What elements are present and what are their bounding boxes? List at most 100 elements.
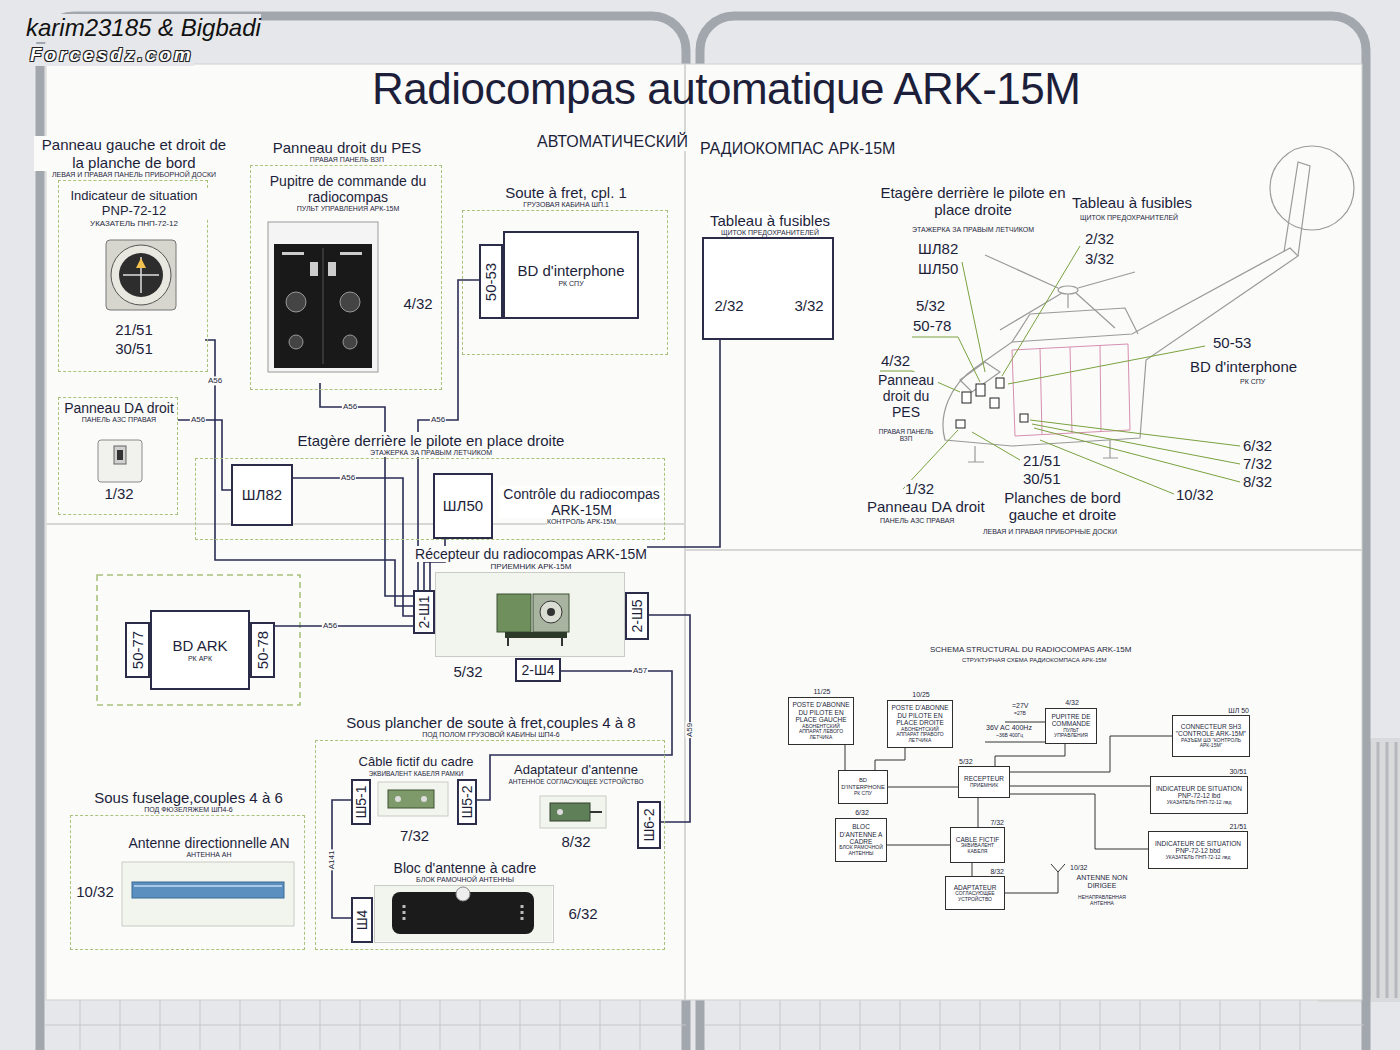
callout-label: ПАНЕЛЬ АЗС ПРАВАЯ	[880, 517, 954, 525]
node-label: Ш4	[354, 910, 370, 931]
node-label: 10/25	[912, 691, 930, 699]
control-panel	[286, 292, 306, 312]
node-label: ШЛ 50	[1228, 707, 1249, 715]
callout-label: =27В	[1014, 711, 1026, 717]
cable-equivalent-photo	[378, 782, 448, 816]
cable-equivalent-photo	[388, 790, 434, 808]
board	[46, 64, 1362, 1000]
control-panel	[340, 252, 362, 255]
receiver-unit	[533, 594, 569, 632]
unit-box: 50-77	[125, 622, 150, 678]
leader-lines	[962, 262, 985, 372]
callout-label: 4/32	[881, 352, 910, 369]
antenna-adapter-photo	[540, 796, 606, 828]
connector	[845, 745, 846, 770]
node-label: РК СПУ	[854, 791, 872, 797]
connector	[875, 748, 905, 770]
receiver-unit	[505, 632, 567, 638]
unit-box: Ш6-2	[637, 801, 661, 849]
connector	[888, 787, 958, 788]
situation-indicator	[136, 258, 146, 268]
directional-antenna-photo	[122, 862, 294, 926]
node-label: 5/32	[959, 758, 973, 766]
leader-lines	[972, 432, 1020, 460]
board	[46, 64, 1362, 1000]
text-group: Contrôle du radiocompas ARK-15MКОНТРОЛЬ …	[499, 486, 664, 526]
node-label: RECEPTEUR	[964, 775, 1004, 782]
control-panel	[268, 222, 378, 372]
node-label: Pupitre de commande du radiocompas	[259, 173, 437, 205]
node-label: Ш5-2	[459, 785, 475, 818]
text-group: Pupitre de commande du radiocompasПУЛЬТ …	[259, 173, 437, 213]
component: Adaptateur d'antenneАНТЕННОЕ СОГЛАСУЮЩЕЕ…	[521, 761, 631, 853]
node-label: Etagère derrière le pilote en place droi…	[298, 432, 565, 449]
node-label: Contrôle du radiocompas ARK-15M	[499, 486, 664, 518]
callout-label: Tableau à fusibles	[1072, 194, 1192, 211]
text-group: Bloc d'antenne à cadreБЛОК РАМОЧНОЙ АНТЕ…	[355, 860, 575, 884]
antenna-adapter-photo	[590, 811, 602, 813]
helicopter-outline	[1058, 286, 1078, 294]
node-label: 2-Ш1	[416, 595, 432, 628]
text-group: Récepteur du radiocompas ARK-15MПРИЕМНИК…	[401, 546, 661, 571]
text-group: Sous fuselage,couples 4 à 6ПОД ФЮЗЕЛЯЖЕМ…	[69, 789, 309, 814]
leader-lines	[1002, 246, 1080, 376]
mesh	[44, 1000, 1364, 1050]
callout-label: 30/51	[1023, 470, 1061, 487]
callout-label: 8/32	[1243, 473, 1272, 490]
helicopter-outline	[1067, 294, 1068, 308]
node-label: ПУЛЬТ УПРАВЛЕНИЯ	[1048, 728, 1094, 740]
text-group: Antenne directionnelle ANАНТЕННА АН	[109, 835, 309, 859]
node-label: 7/32	[990, 819, 1004, 827]
wire-label: A56	[430, 415, 446, 424]
block-box: 30/51INDICATEUR DE SITUATION PNP-72-12 l…	[1150, 776, 1248, 814]
callout-label: 10/32	[1176, 486, 1214, 503]
receiver-unit	[540, 601, 562, 623]
text-group: Panneau DA droitПАНЕЛЬ АЗС ПРАВАЯ	[59, 400, 179, 424]
group-frame: Sous fuselage,couples 4 à 6ПОД ФЮЗЕЛЯЖЕМ…	[70, 815, 305, 950]
node-label: ПРИЕМНИК АРК-15М	[491, 562, 572, 571]
control-panel	[340, 292, 360, 312]
situation-indicator	[111, 245, 171, 305]
connector	[887, 845, 950, 846]
node-label: УКАЗАТЕЛЬ ПНП-72-12 лвд	[1166, 855, 1231, 861]
node-label: 6/32	[568, 905, 597, 922]
node-label: ЭКВИВАЛЕНТ КАБЕЛЯ	[953, 843, 1002, 855]
text-group: 8/32	[944, 868, 1004, 876]
board	[46, 64, 1362, 1000]
component: Antenne directionnelle ANАНТЕННА АН10/32	[119, 833, 299, 935]
connector	[178, 420, 231, 490]
node-label: Ш5-1	[353, 785, 369, 818]
receiver-unit	[547, 608, 555, 616]
bd-ark-frame	[97, 575, 300, 705]
leader-lines	[880, 246, 1240, 494]
block-box: BD D'INTERPHONEРК СПУ	[838, 770, 888, 804]
cabin-section	[1012, 344, 1130, 436]
cabin-section	[1012, 344, 1130, 436]
text-group: 30/51	[1149, 768, 1247, 776]
callout-label: 21/51	[1023, 452, 1061, 469]
node-label: 8/32	[990, 868, 1004, 876]
node-label: АНТЕННА АН	[186, 851, 231, 859]
node-label: РК СПУ	[558, 280, 583, 288]
unit-box: Ш5-2	[457, 779, 477, 825]
node-label: Tableau à fusibles	[710, 212, 830, 229]
block-box: 5/32RECEPTEURПРИЕМНИК	[958, 766, 1010, 798]
node-label: АБОНЕНТСКИЙ АППАРАТ ЛЕВОГО ЛЕТЧИКА	[791, 724, 851, 741]
connector	[1010, 794, 1148, 849]
block-box: 8/32ADAPTATEURСОГЛАСУЮЩЕЕ УСТРОЙСТВО	[945, 876, 1005, 910]
node-label: ШЛ50	[443, 497, 483, 514]
group-frame: Soute à fret, cpl. 1ГРУЗОВАЯ КАБИНА ШП.1…	[462, 210, 668, 355]
leader-lines	[1030, 420, 1240, 482]
group-frame: Panneau gauche et droit de la planche de…	[58, 180, 208, 372]
node-label: БЛОК РАМОЧНОЙ АНТЕННЫ	[838, 845, 884, 857]
connector	[1010, 786, 1150, 787]
unit-box: ШЛ82	[231, 464, 293, 526]
situation-indicator	[106, 240, 176, 310]
display-frame	[40, 16, 1366, 1050]
connector	[205, 340, 413, 606]
mesh	[44, 1000, 1364, 1050]
callout-label: ЛЕВАЯ И ПРАВАЯ ПРИБОРНЫЕ ДОСКИ	[983, 528, 1117, 536]
callout-label: ШЛ82	[918, 240, 958, 257]
text-group: Adaptateur d'antenneАНТЕННОЕ СОГЛАСУЮЩЕЕ…	[506, 763, 646, 785]
